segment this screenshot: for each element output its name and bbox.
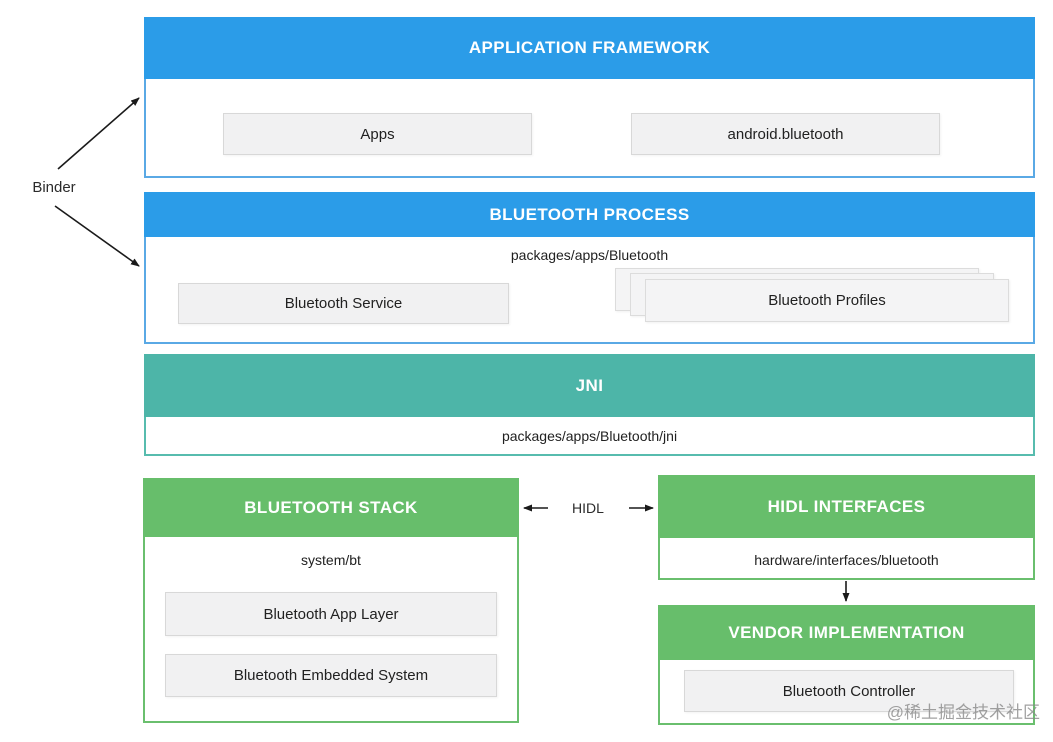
bluetooth-process-title: BLUETOOTH PROCESS	[144, 192, 1035, 237]
apps-box: Apps	[223, 113, 532, 155]
jni-path: packages/apps/Bluetooth/jni	[501, 428, 678, 444]
bluetooth-controller-box: Bluetooth Controller	[684, 670, 1014, 712]
vendor-implementation-section: VENDOR IMPLEMENTATION Bluetooth Controll…	[658, 605, 1035, 725]
jni-section: JNI packages/apps/Bluetooth/jni	[144, 354, 1035, 456]
binder-to-framework-arrow-icon	[57, 97, 140, 170]
jni-title: JNI	[144, 354, 1035, 417]
binder-to-process-arrow-icon	[54, 205, 140, 267]
hidl-interfaces-section: HIDL INTERFACES hardware/interfaces/blue…	[658, 475, 1035, 580]
application-framework-section: APPLICATION FRAMEWORK Apps android.bluet…	[144, 17, 1035, 178]
bluetooth-process-section: BLUETOOTH PROCESS packages/apps/Bluetoot…	[144, 192, 1035, 344]
bluetooth-profiles-stack: Bluetooth Profiles	[615, 268, 1011, 324]
bluetooth-process-path: packages/apps/Bluetooth	[510, 247, 669, 263]
application-framework-title: APPLICATION FRAMEWORK	[144, 17, 1035, 79]
bluetooth-stack-title: BLUETOOTH STACK	[143, 478, 519, 537]
bluetooth-stack-path: system/bt	[301, 552, 361, 568]
hidl-label: HIDL	[572, 500, 604, 516]
vendor-implementation-title: VENDOR IMPLEMENTATION	[658, 605, 1035, 660]
bluetooth-stack-section: BLUETOOTH STACK system/bt Bluetooth App …	[143, 478, 519, 723]
binder-label: Binder	[32, 179, 76, 196]
android-bluetooth-box: android.bluetooth	[631, 113, 940, 155]
hidl-interfaces-title: HIDL INTERFACES	[658, 475, 1035, 538]
bluetooth-app-layer-box: Bluetooth App Layer	[165, 592, 497, 636]
bluetooth-profiles-box: Bluetooth Profiles	[645, 279, 1009, 322]
bluetooth-service-box: Bluetooth Service	[178, 283, 509, 324]
watermark: @稀土掘金技术社区	[886, 703, 1040, 722]
hidl-interfaces-path: hardware/interfaces/bluetooth	[754, 552, 939, 568]
bluetooth-embedded-system-box: Bluetooth Embedded System	[165, 654, 497, 697]
